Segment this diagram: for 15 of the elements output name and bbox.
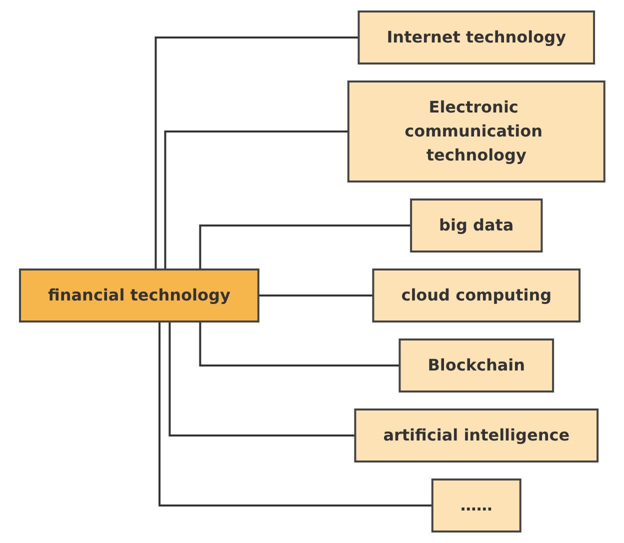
node-box: artificial intelligence	[354, 408, 598, 462]
node-box: big data	[410, 198, 543, 252]
connector	[158, 322, 432, 506]
connector	[198, 224, 411, 270]
node-box: Electronic communication technology	[347, 80, 606, 182]
node-box: ……	[431, 478, 522, 532]
connector	[168, 322, 355, 436]
node-box: cloud computing	[372, 268, 580, 322]
node-box: Blockchain	[398, 338, 554, 392]
node-box: financial technology	[18, 268, 260, 322]
node-box: Internet technology	[358, 10, 595, 64]
connector	[154, 36, 359, 270]
connector	[257, 294, 374, 296]
connector	[198, 322, 400, 366]
connector	[164, 130, 348, 270]
